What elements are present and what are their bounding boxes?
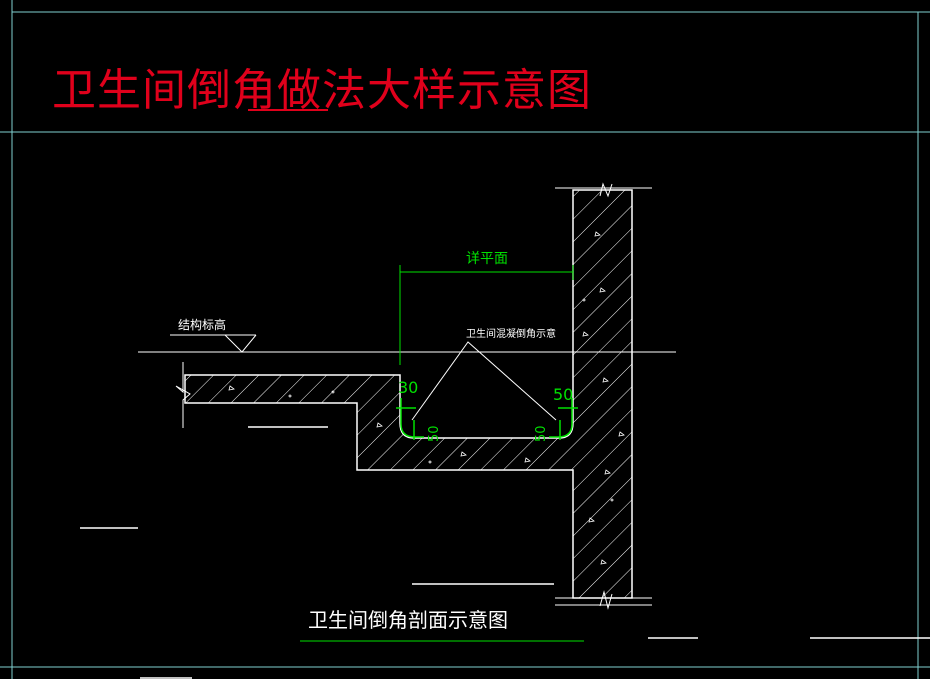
dim-left-bottom: 50 xyxy=(427,425,442,442)
chamfer-triangle xyxy=(411,341,557,421)
misc-lines xyxy=(80,426,930,679)
chamfer-label: 卫生间混凝倒角示意 xyxy=(466,327,556,340)
drawing-title: 卫生间倒角做法大样示意图 xyxy=(52,65,592,116)
dim-right-bottom: 50 xyxy=(534,425,549,442)
detail-plan-dimension xyxy=(399,265,574,365)
concrete-aggregate-marks xyxy=(228,231,625,565)
detail-plan-label: 详平面 xyxy=(466,251,508,267)
dim-left-top: 30 xyxy=(398,378,418,397)
struct-elev-triangle xyxy=(224,334,257,353)
chamfer-dimensions xyxy=(396,398,578,440)
section-caption: 卫生间倒角剖面示意图 xyxy=(308,608,508,632)
struct-elev-label: 结构标高 xyxy=(178,317,226,332)
break-lines xyxy=(175,182,652,610)
dim-right-top: 50 xyxy=(553,385,573,404)
